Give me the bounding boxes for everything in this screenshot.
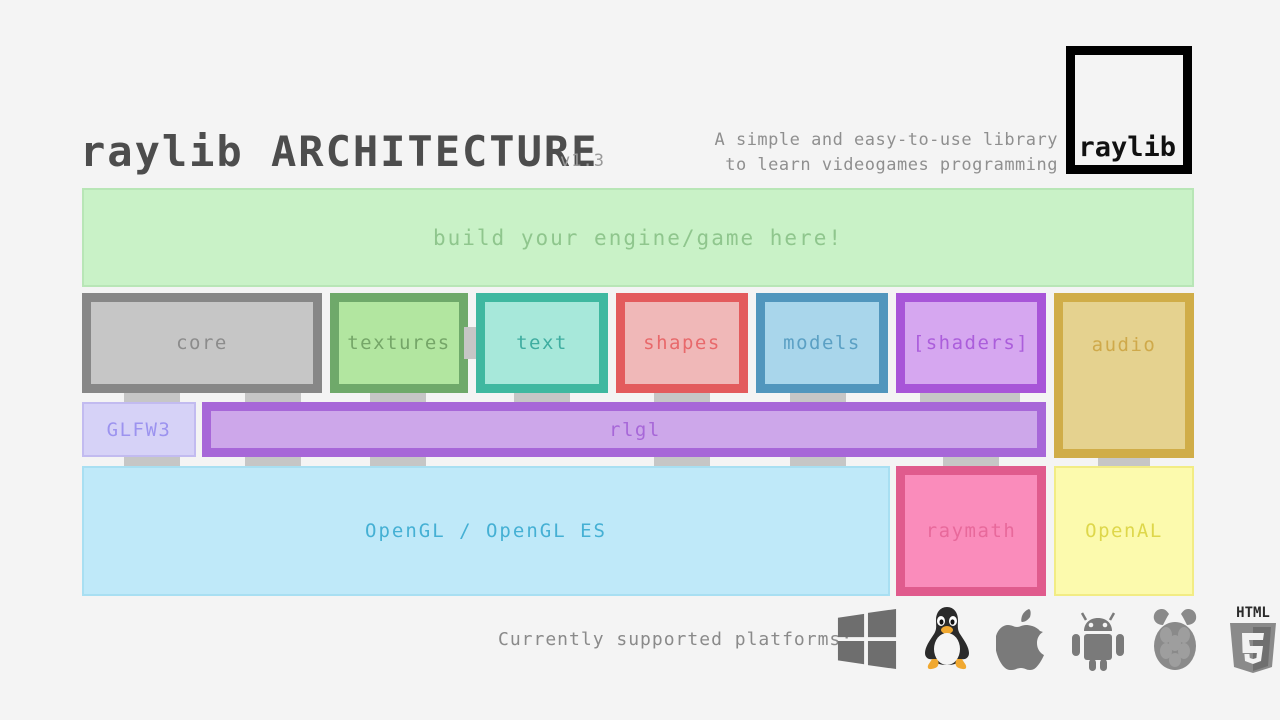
module-textures: textures [330, 293, 468, 393]
module-core-label: core [176, 332, 228, 354]
module-models: models [756, 293, 888, 393]
tagline: A simple and easy-to-use library to lear… [714, 128, 1058, 178]
layer-opengl: OpenGL / OpenGL ES [82, 466, 890, 596]
android-icon [1070, 607, 1126, 675]
linux-tux-icon [918, 605, 976, 677]
connector-shapes-rlgl [654, 393, 710, 403]
apple-icon [995, 607, 1050, 675]
layer-opengl-label: OpenGL / OpenGL ES [365, 520, 607, 542]
connector-rlgl-opengl-4 [790, 457, 846, 467]
html5-wordmark: HTML [1236, 605, 1270, 621]
connector-text-rlgl [514, 393, 570, 403]
module-shapes: shapes [616, 293, 748, 393]
connector-textures-text [464, 327, 477, 359]
supported-platforms-label: Currently supported platforms: [498, 629, 854, 650]
raylib-logo-text: raylib [1078, 132, 1176, 163]
module-text-label: text [516, 332, 568, 354]
module-textures-label: textures [347, 332, 451, 354]
connector-core-rlgl [245, 393, 301, 403]
user-layer-banner: build your engine/game here! [82, 188, 1194, 287]
module-shaders-label: [shaders] [912, 332, 1030, 354]
connector-textures-rlgl [370, 393, 426, 403]
module-shaders: [shaders] [896, 293, 1046, 393]
layer-openal: OpenAL [1054, 466, 1194, 596]
connector-shaders-rlgl [920, 393, 1020, 403]
tagline-line-2: to learn videogames programming [725, 155, 1058, 175]
module-text: text [476, 293, 608, 393]
connector-rlgl-opengl-3 [654, 457, 710, 467]
raspberry-pi-icon [1146, 606, 1204, 676]
layer-raymath: raymath [896, 466, 1046, 596]
layer-rlgl-label: rlgl [609, 418, 661, 441]
layer-glfw3-label: GLFW3 [106, 418, 172, 441]
connector-core-glfw3 [124, 393, 180, 403]
connector-rlgl-opengl-2 [370, 457, 426, 467]
module-shapes-label: shapes [643, 332, 721, 354]
connector-models-rlgl [790, 393, 846, 403]
connector-audio-openal [1098, 458, 1150, 468]
module-audio: audio [1054, 293, 1194, 458]
version-label: v1.3 [560, 151, 605, 171]
connector-shaders-raymath [943, 457, 999, 467]
module-audio-label: audio [1091, 334, 1157, 356]
html5-icon: HTML [1224, 603, 1280, 679]
page-title: raylib ARCHITECTURE [80, 127, 599, 176]
connector-glfw3-opengl [124, 457, 180, 467]
tagline-line-1: A simple and easy-to-use library [714, 130, 1058, 150]
module-core: core [82, 293, 322, 393]
user-layer-label: build your engine/game here! [432, 225, 843, 250]
layer-openal-label: OpenAL [1085, 520, 1163, 542]
module-models-label: models [783, 332, 861, 354]
windows-icon [836, 608, 898, 674]
connector-rlgl-opengl-1 [245, 457, 301, 467]
raylib-logo: raylib [1066, 46, 1192, 174]
layer-rlgl: rlgl [202, 402, 1046, 457]
platform-icon-list: HTML [836, 602, 1276, 680]
layer-glfw3: GLFW3 [82, 402, 196, 457]
layer-raymath-label: raymath [925, 520, 1017, 542]
